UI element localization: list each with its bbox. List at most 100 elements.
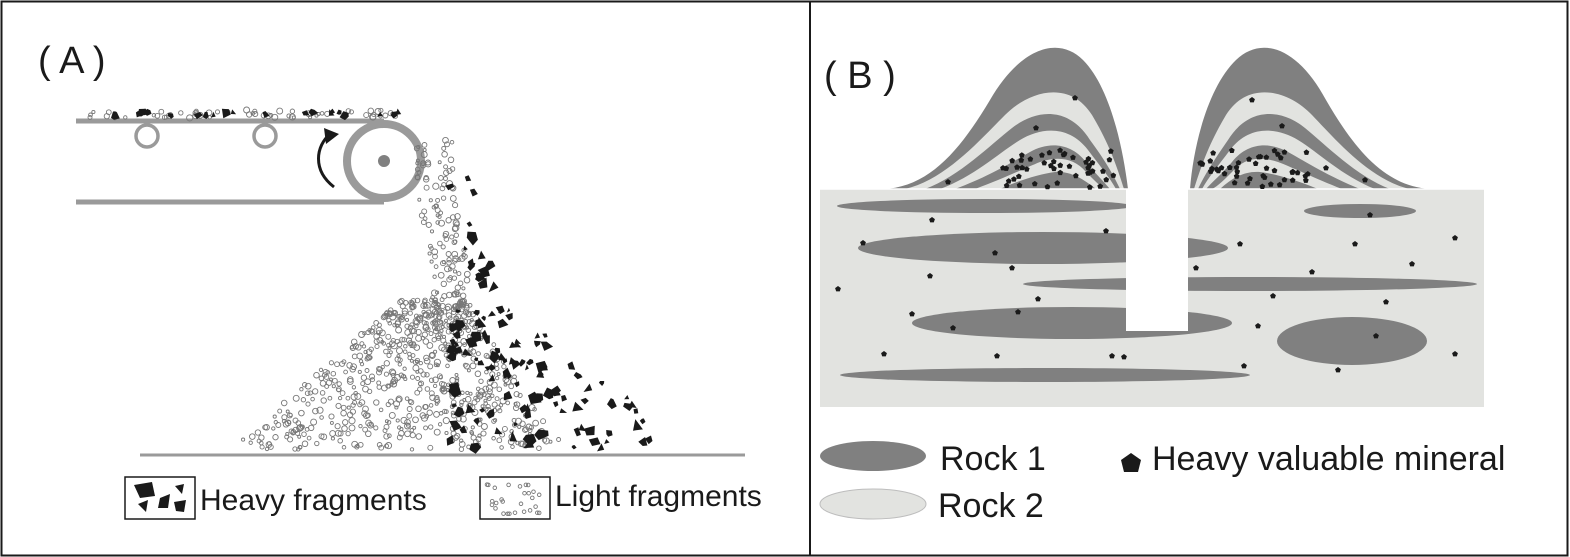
heavy-swatch-shape-3 (158, 494, 170, 508)
light-fragment (341, 445, 347, 450)
heavy-mineral (1041, 160, 1048, 166)
light-fragment (465, 390, 470, 395)
heavy-fragment (376, 112, 383, 117)
heavy-mineral (1207, 158, 1214, 164)
light-fragment (383, 360, 390, 367)
heavy-mineral (1066, 163, 1073, 169)
heavy-fragment (503, 390, 513, 401)
light-fragment (437, 160, 442, 165)
heavy-mineral (1235, 159, 1242, 166)
light-fragment (334, 429, 342, 437)
light-fragment (417, 381, 423, 387)
heavy-mineral (1073, 172, 1079, 179)
heavy-fragment (639, 418, 646, 425)
light-fragment (356, 352, 364, 360)
light-fragment (416, 170, 422, 175)
light-fragment (525, 423, 533, 431)
light-fragment (399, 303, 406, 310)
light-fragment (463, 270, 471, 278)
heavy-mineral (1097, 183, 1104, 189)
light-swatch-dot (507, 511, 512, 516)
light-fragment (374, 343, 380, 350)
light-fragment (449, 139, 455, 145)
heavy-mineral (1070, 154, 1076, 160)
heavy-mineral (1289, 177, 1296, 183)
light-fragment (395, 395, 403, 403)
light-fragment (447, 156, 455, 164)
heavy-swatch-shape-5 (174, 500, 186, 512)
light-fragment (428, 390, 435, 397)
heavy-mineral (1409, 261, 1415, 267)
light-fragment (447, 315, 453, 321)
heavy-mineral (1035, 296, 1041, 302)
light-fragment (499, 431, 506, 438)
heavy-fragment (606, 430, 613, 437)
rock1-lens (1304, 204, 1416, 218)
light-fragment (463, 319, 469, 324)
light-fragment (412, 425, 417, 430)
light-fragment (422, 176, 430, 183)
light-fragment (369, 113, 377, 121)
light-fragment (431, 289, 438, 297)
light-fragment (491, 418, 497, 424)
heavy-fragment (469, 188, 478, 197)
light-swatch-dot (489, 502, 495, 508)
light-fragment (370, 377, 375, 383)
light-swatch-dot (530, 495, 535, 501)
light-fragment (484, 369, 489, 375)
light-fragment (396, 341, 403, 348)
light-fragment (392, 380, 397, 385)
light-fragment (447, 266, 453, 272)
light-fragment (350, 402, 356, 408)
heavy-fragment (453, 346, 463, 355)
heavy-fragment (211, 111, 216, 118)
light-fragment (466, 368, 471, 373)
heavy-mineral (1072, 95, 1078, 101)
light-fragment (441, 309, 448, 315)
head-pulley (343, 120, 425, 202)
light-fragment (532, 407, 537, 412)
panel-a-label: ( A ) (38, 40, 106, 82)
light-fragment (379, 329, 386, 337)
light-fragment (395, 418, 400, 423)
light-fragment (323, 374, 330, 380)
light-fragment (336, 381, 342, 387)
heavy-mineral (1252, 160, 1259, 166)
light-fragment (499, 445, 504, 450)
light-fragment (425, 326, 431, 333)
light-fragment (365, 430, 372, 438)
heavy-mineral (927, 273, 933, 279)
light-fragment (433, 358, 441, 366)
heavy-fragment (524, 408, 532, 419)
light-swatch-dot (505, 511, 510, 517)
light-fragment (399, 336, 405, 343)
light-fragment (409, 358, 414, 363)
light-fragment (336, 387, 341, 393)
light-fragment (273, 420, 278, 425)
light-fragment (414, 297, 421, 304)
light-fragment (423, 184, 430, 191)
heavy-swatch-shape-4 (175, 484, 184, 494)
light-fragment (424, 372, 430, 378)
light-fragment (371, 111, 377, 118)
light-swatch-dot (527, 508, 533, 513)
heavy-fragments (111, 108, 653, 454)
light-fragment (287, 436, 294, 443)
light-fragment (289, 108, 296, 114)
light-fragment (475, 436, 482, 443)
heavy-fragment (445, 183, 455, 191)
heavy-mineral-icon (1121, 453, 1141, 472)
light-fragment (556, 437, 562, 442)
light-fragment (457, 298, 464, 304)
light-fragment (415, 405, 422, 413)
light-fragment (491, 436, 496, 441)
panel-b: ( B ) (819, 47, 1505, 525)
heavy-mineral (1044, 183, 1051, 190)
light-fragment (387, 398, 394, 405)
light-fragment (454, 213, 461, 220)
light-fragment (477, 433, 482, 438)
light-fragment (348, 109, 354, 115)
light-fragment (350, 338, 358, 346)
heavy-mineral (1367, 212, 1373, 218)
